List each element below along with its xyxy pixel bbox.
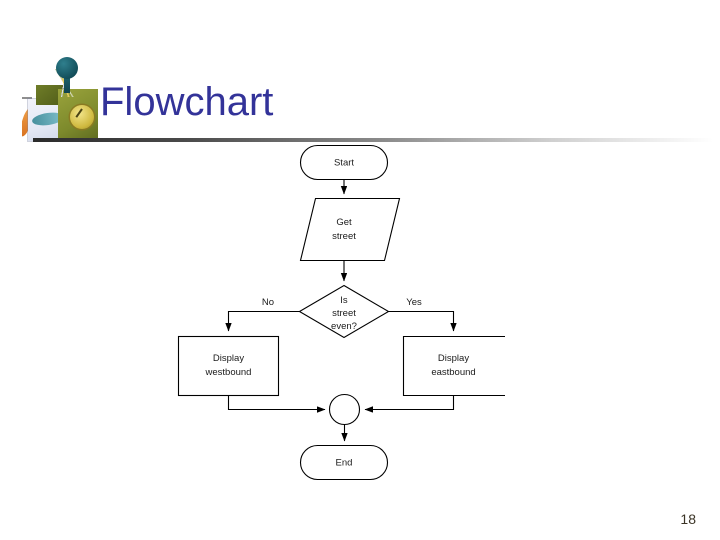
flow-node-display-westbound-label-line1: Display bbox=[213, 353, 244, 364]
connector-west-to-merge bbox=[227, 395, 326, 413]
branch-label-no: No bbox=[262, 297, 274, 308]
flow-node-connector bbox=[328, 393, 361, 426]
flow-node-decision-label-line2: street bbox=[332, 308, 356, 319]
flow-node-start-label: Start bbox=[334, 158, 354, 169]
title-divider bbox=[33, 138, 713, 142]
flow-node-decision-label-line1: Is bbox=[340, 295, 348, 306]
connector-decision-no bbox=[225, 310, 300, 332]
flow-node-decision-label-line3: even? bbox=[331, 321, 357, 332]
flow-node-display-eastbound: Display eastbound bbox=[402, 335, 505, 397]
slide-header: Flowchart bbox=[0, 0, 720, 150]
flow-node-end: End bbox=[299, 444, 389, 481]
connector-decision-yes bbox=[388, 310, 457, 332]
branch-label-yes: Yes bbox=[406, 297, 422, 308]
flow-node-decision: Is street even? bbox=[298, 284, 390, 339]
flow-node-display-eastbound-label-line1: Display bbox=[438, 353, 469, 364]
page-title: Flowchart bbox=[100, 80, 274, 124]
flow-node-get-street-label-line2: street bbox=[332, 231, 356, 242]
flow-node-start: Start bbox=[299, 144, 389, 181]
flow-node-display-eastbound-label-line2: eastbound bbox=[431, 367, 475, 378]
page-number: 18 bbox=[680, 511, 696, 527]
flow-node-get-street: Get street bbox=[299, 197, 401, 262]
clipart-still-life-icon bbox=[22, 55, 110, 143]
flow-node-display-westbound-label-line2: westbound bbox=[205, 367, 252, 378]
flow-node-display-westbound: Display westbound bbox=[177, 335, 280, 397]
flow-node-end-label: End bbox=[336, 458, 353, 469]
connector-east-to-merge bbox=[364, 395, 455, 413]
flow-node-get-street-label-line1: Get bbox=[336, 217, 352, 228]
